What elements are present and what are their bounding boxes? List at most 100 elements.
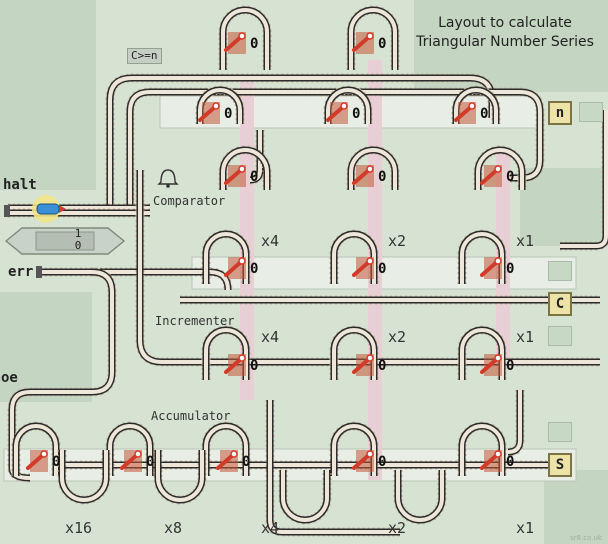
multiplier-label: x16 <box>65 519 93 537</box>
track <box>346 145 400 190</box>
switch-pivot <box>238 165 246 173</box>
track-bed <box>204 328 248 380</box>
track-bed <box>268 400 400 534</box>
switch-icon: 0 <box>480 354 514 376</box>
page-title: Layout to calculate Triangular Number Se… <box>410 14 600 52</box>
track-bed <box>198 88 242 124</box>
switch-icon: 0 <box>352 257 386 279</box>
track <box>265 400 400 537</box>
switch-state: 0 <box>506 454 514 470</box>
track <box>457 229 507 284</box>
track <box>393 470 447 525</box>
train-icon <box>4 195 66 278</box>
toggle-bar-window <box>35 231 95 251</box>
track <box>278 470 332 525</box>
track-bed <box>349 148 397 190</box>
buffer-stop <box>36 266 42 278</box>
switch-icon: 0 <box>480 165 514 187</box>
switch-state: 0 <box>250 36 258 52</box>
accumulator-label: Accumulator <box>151 409 231 423</box>
switch-pivot <box>494 354 502 362</box>
switch-icon: 0 <box>216 450 250 472</box>
track <box>201 325 251 380</box>
multiplier-label: x2 <box>388 328 407 346</box>
track-bed <box>476 148 524 190</box>
track-bed <box>281 470 329 522</box>
background-panel <box>0 0 96 190</box>
switch-icon: 0 <box>224 257 258 279</box>
track <box>346 5 400 70</box>
track <box>457 325 507 380</box>
oe-label: oe <box>1 370 18 386</box>
switch-icon: 0 <box>480 450 514 472</box>
toggle-bottom: 0 <box>74 239 82 252</box>
switch-pivot <box>40 450 48 458</box>
switch-state: 0 <box>480 106 488 122</box>
toggle-top: 1 <box>74 227 82 240</box>
multiplier-label: x4 <box>261 232 280 250</box>
link-lane <box>240 80 254 400</box>
background-panel <box>544 470 608 544</box>
track-bed <box>332 424 376 476</box>
switch-icon: 0 <box>198 102 232 124</box>
register-slot <box>548 326 572 346</box>
track <box>249 130 265 185</box>
track <box>329 421 379 476</box>
title-line-2: Triangular Number Series <box>416 34 594 50</box>
track-bed <box>396 470 444 522</box>
switch-state: 0 <box>242 454 250 470</box>
switch-icon: 0 <box>120 450 154 472</box>
background-panel <box>0 292 92 402</box>
switch-state: 0 <box>506 169 514 185</box>
toggle-bar <box>4 227 126 255</box>
switch-state: 0 <box>378 169 386 185</box>
switch-pivot <box>238 32 246 40</box>
track <box>153 450 207 505</box>
credit-text: sr8.co.uk <box>570 534 602 542</box>
track <box>560 110 608 251</box>
track <box>201 421 251 476</box>
track-bed <box>332 232 376 284</box>
track <box>11 421 61 476</box>
register-badge-c: C <box>548 292 572 316</box>
track <box>329 229 379 284</box>
switch-state: 0 <box>378 36 386 52</box>
track-layer <box>7 5 608 537</box>
buffer-stop <box>4 205 10 217</box>
switch-state: 0 <box>250 261 258 277</box>
switch-icon: 0 <box>224 354 258 376</box>
switch-state: 0 <box>250 358 258 374</box>
multiplier-label: x1 <box>516 328 535 346</box>
switch-pivot <box>238 354 246 362</box>
switch-icon: 0 <box>454 102 488 124</box>
track <box>218 5 272 70</box>
switch-icon: 0 <box>352 165 386 187</box>
switch-state: 0 <box>224 106 232 122</box>
switch-state: 0 <box>378 261 386 277</box>
track <box>507 390 525 457</box>
train-direction <box>59 205 66 213</box>
condition-label: C>=n <box>127 48 162 64</box>
switch-pivot <box>238 257 246 265</box>
track-bed <box>221 8 269 70</box>
track-bed <box>332 328 376 380</box>
track-bed <box>454 88 498 124</box>
register-strip <box>191 256 577 290</box>
switch-icon: 0 <box>26 450 60 472</box>
multiplier-label: x1 <box>516 232 535 250</box>
track <box>105 421 155 476</box>
switch-state: 0 <box>352 106 360 122</box>
register-slot <box>548 261 572 281</box>
track-bed <box>221 148 269 190</box>
track <box>457 421 507 476</box>
track <box>125 87 545 205</box>
multiplier-label: x2 <box>388 519 407 537</box>
track-bed <box>138 170 600 364</box>
track-bed <box>128 90 542 205</box>
multiplier-label: x4 <box>261 519 280 537</box>
switch-state: 0 <box>378 454 386 470</box>
switch-state: 0 <box>146 454 154 470</box>
switch-icon: 0 <box>352 450 386 472</box>
